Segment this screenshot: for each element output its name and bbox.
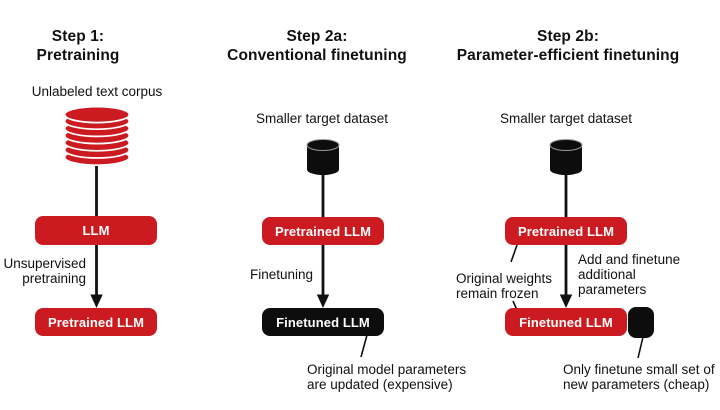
step2b-title-line1: Step 2b: xyxy=(537,28,599,45)
pretrained-llm-box-step2b: Pretrained LLM xyxy=(505,217,627,245)
step1-title-line1: Step 1: xyxy=(51,28,105,45)
finetuned-llm-box-step2b-label: Finetuned LLM xyxy=(519,314,613,330)
step2b-frozen-note: Original weights remain frozen xyxy=(456,271,553,301)
llm-box: LLM xyxy=(35,216,157,245)
pretrained-llm-box-step2b-label: Pretrained LLM xyxy=(517,223,615,239)
step2a-dataset-label: Smaller target dataset xyxy=(255,111,389,126)
finetuned-llm-box-step2b: Finetuned LLM xyxy=(505,308,627,336)
step2b-bottom-note: Only finetune small set of new parameter… xyxy=(563,362,715,392)
finetuned-llm-box-step2a-label: Finetuned LLM xyxy=(276,314,370,330)
step1-title: Step 1: Pretraining xyxy=(0,27,158,65)
step2a-annotation: Original model parameters are updated (e… xyxy=(307,362,467,392)
step1-title-line2: Pretraining xyxy=(36,47,120,64)
pretrained-llm-box-step1-label: Pretrained LLM xyxy=(47,314,145,330)
step2b-title: Step 2b: Parameter-efficient finetuning xyxy=(428,27,708,65)
database-icon xyxy=(549,139,583,175)
step1-dataset-label: Unlabeled text corpus xyxy=(31,84,163,99)
step2a-title-line1: Step 2a: xyxy=(286,28,348,45)
step2a-title-line2: Conventional finetuning xyxy=(227,47,407,64)
pretrained-llm-box-step1: Pretrained LLM xyxy=(35,308,157,336)
step1-arrow-label: Unsupervised pretraining xyxy=(3,256,86,286)
step2b-dataset-label: Smaller target dataset xyxy=(499,111,633,126)
finetuned-llm-box-step2a: Finetuned LLM xyxy=(262,308,384,336)
database-icon xyxy=(306,139,340,175)
step2b-title-line2: Parameter-efficient finetuning xyxy=(456,47,680,64)
step2b-arrow-note: Add and finetune additional parameters xyxy=(578,252,681,297)
step2a-arrow-label: Finetuning xyxy=(249,267,313,282)
new-parameters-block xyxy=(628,307,654,338)
step2a-title: Step 2a: Conventional finetuning xyxy=(217,27,417,65)
pretrained-llm-box-step2a-label: Pretrained LLM xyxy=(274,223,372,239)
pretrained-llm-box-step2a: Pretrained LLM xyxy=(262,217,384,245)
llm-box-label: LLM xyxy=(82,223,110,238)
database-stack-icon xyxy=(63,106,131,166)
